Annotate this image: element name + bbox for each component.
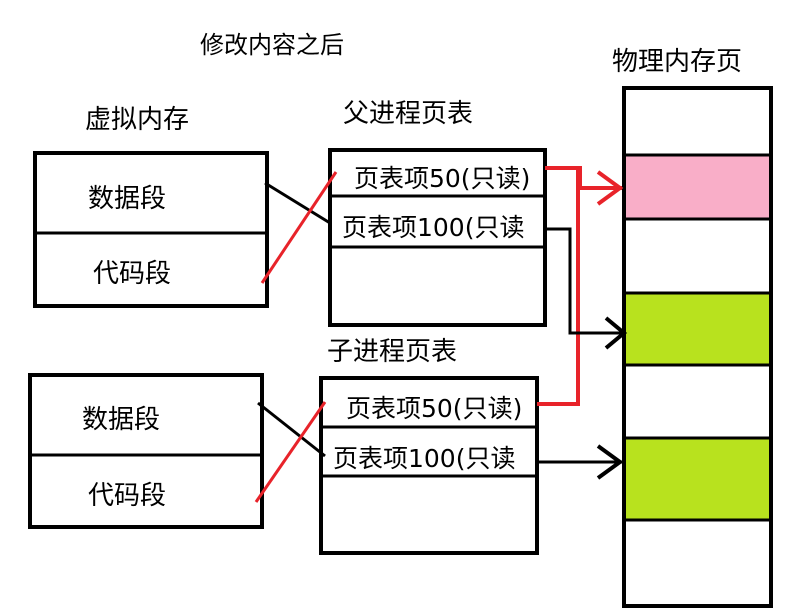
parent-table-box (328, 148, 547, 327)
parent-page-table-label: 父进程页表 (343, 99, 473, 129)
parent-data-segment: 数据段 (88, 184, 166, 214)
parent-code-segment: 代码段 (93, 259, 171, 289)
child-entry100-arrowhead (596, 444, 624, 480)
physical-memory-column (622, 86, 773, 608)
parent-entry100-arrow (545, 227, 624, 335)
physical-page-shared-2 (624, 438, 769, 520)
parent-code-to-entry50-line (260, 171, 338, 284)
diagram-title: 修改内容之后 (200, 31, 344, 59)
child-code-to-entry50-line (254, 401, 327, 503)
child-code-segment: 代码段 (88, 481, 166, 511)
child-entry50-red-line (537, 170, 580, 406)
child-data-segment: 数据段 (82, 405, 160, 435)
parent-entry50-red-arrow (545, 166, 622, 190)
parent-entry-50: 页表项50(只读) (354, 164, 530, 193)
child-vm-box (28, 373, 264, 529)
physical-memory-label: 物理内存页 (612, 47, 742, 77)
child-page-table: 页表项50(只读) 页表项100(只读 (319, 376, 539, 555)
physical-memory-pages (622, 86, 773, 608)
virtual-memory-label: 虚拟内存 (85, 105, 189, 135)
child-entry-100: 页表项100(只读 (333, 444, 515, 473)
parent-entry50-red-arrowhead (596, 170, 624, 206)
parent-data-to-entry100-line (264, 181, 331, 225)
child-page-table-label: 子进程页表 (327, 337, 457, 367)
child-table-box (319, 376, 539, 555)
parent-entry-100: 页表项100(只读 (342, 213, 524, 242)
child-virtual-memory: 数据段 代码段 (28, 373, 264, 529)
physical-page-modified (624, 155, 769, 219)
child-data-to-entry100-line (257, 401, 326, 458)
child-entry-50: 页表项50(只读) (346, 394, 522, 423)
parent-virtual-memory: 数据段 代码段 (33, 151, 269, 308)
physical-page-shared-1 (624, 293, 769, 365)
parent-page-table: 页表项50(只读) 页表项100(只读 (328, 148, 547, 327)
parent-entry100-arrowhead (604, 316, 628, 350)
parent-vm-box (33, 151, 269, 308)
